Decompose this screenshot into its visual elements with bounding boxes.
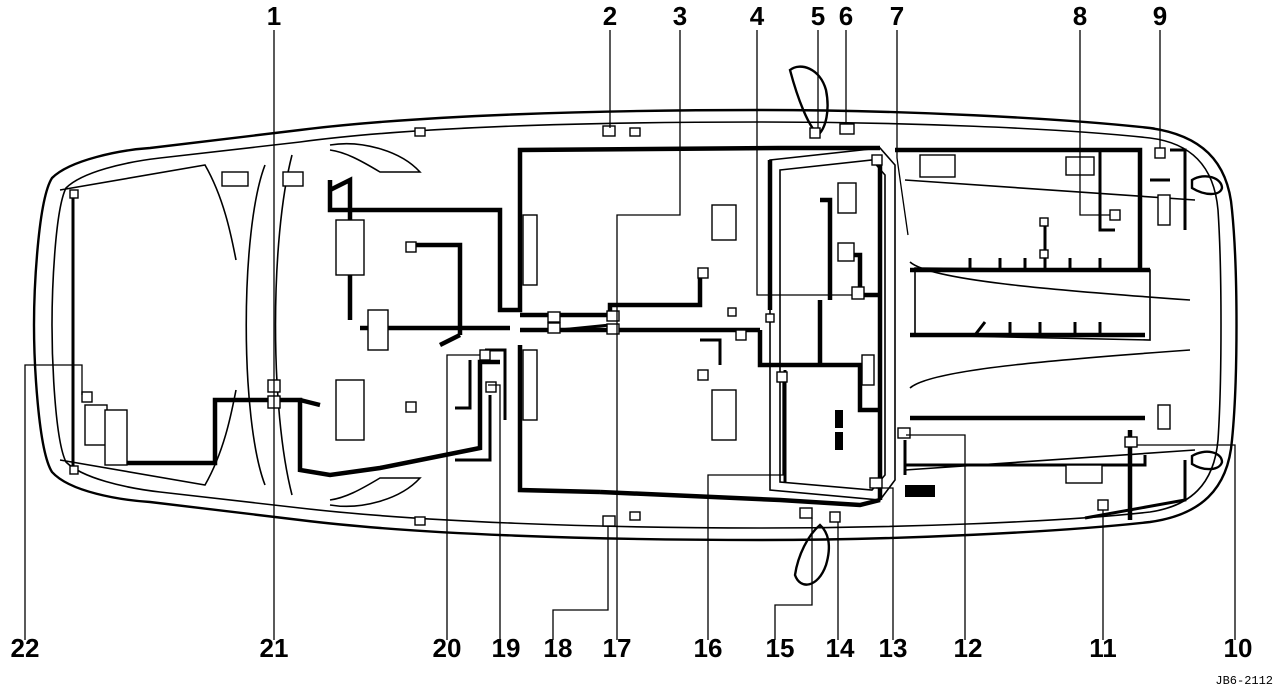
callout-22: 22: [11, 633, 40, 663]
callout-7: 7: [890, 1, 904, 31]
callout-17: 17: [603, 633, 632, 663]
callout-9: 9: [1153, 1, 1167, 31]
callout-18: 18: [544, 633, 573, 663]
car-body-outline: [32, 65, 1238, 586]
leader-lines: [24, 30, 1236, 640]
callout-5: 5: [811, 1, 825, 31]
callout-11: 11: [1089, 633, 1117, 663]
callout-1: 1: [267, 1, 281, 31]
callout-8: 8: [1073, 1, 1087, 31]
harness-wires: [71, 145, 1187, 520]
callout-21: 21: [260, 633, 289, 663]
rear-harness-ticks: [968, 225, 1102, 336]
callout-20: 20: [433, 633, 462, 663]
callout-13: 13: [879, 633, 908, 663]
drawing-code: JB6-2112: [1215, 674, 1273, 688]
callout-numbers-top: 1 2 3 4 5 6 7 8 9: [267, 1, 1167, 31]
callout-16: 16: [694, 633, 723, 663]
callout-10: 10: [1224, 633, 1253, 663]
callout-numbers-bottom: 22 21 20 19 18 17 16 15 14 13 12 11 10: [11, 633, 1253, 663]
callout-4: 4: [750, 1, 765, 31]
callout-12: 12: [954, 633, 983, 663]
callout-2: 2: [603, 1, 617, 31]
callout-14: 14: [826, 633, 855, 663]
callout-19: 19: [492, 633, 521, 663]
callout-15: 15: [766, 633, 795, 663]
callout-6: 6: [839, 1, 853, 31]
callout-3: 3: [673, 1, 687, 31]
